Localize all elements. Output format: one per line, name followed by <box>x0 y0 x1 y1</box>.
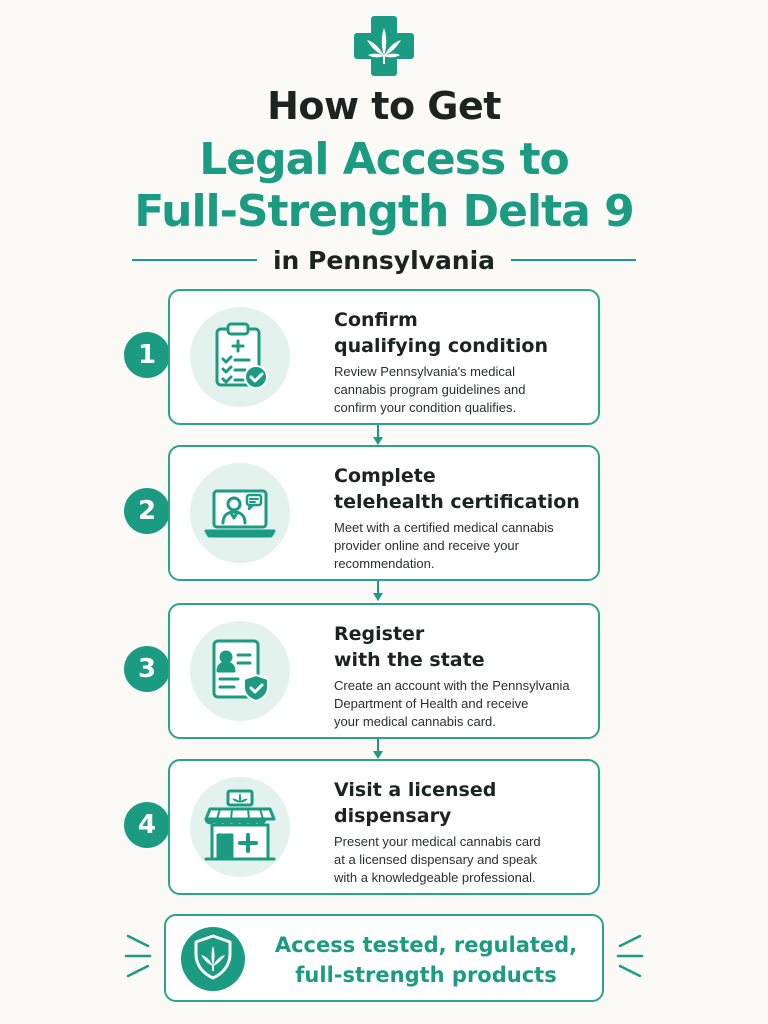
step-1-card: Confirm qualifying condition Review Penn… <box>168 289 600 425</box>
step-4-desc-line-3: with a knowledgeable professional. <box>334 870 536 885</box>
step-1-icon-circle <box>190 307 290 407</box>
step-1-title: Confirm qualifying condition <box>334 307 594 359</box>
step-3-icon-circle <box>190 621 290 721</box>
id-card-shield-icon <box>212 639 269 702</box>
arrow-down-icon <box>373 739 383 759</box>
laptop-doctor-icon <box>204 489 276 538</box>
step-2-desc-line-2: provider online and receive your <box>334 538 519 553</box>
shield-cannabis-leaf-icon <box>181 927 245 991</box>
step-1-desc-line-1: Review Pennsylvania's medical <box>334 364 515 379</box>
step-1-title-line-1: Confirm <box>334 309 418 331</box>
clipboard-checklist-icon <box>215 322 268 389</box>
step-1-desc-line-2: cannabis program guidelines and <box>334 382 526 397</box>
divider-right <box>511 259 637 261</box>
arrow-down-icon <box>373 581 383 601</box>
step-2-title-line-1: Complete <box>334 465 436 487</box>
divider-left <box>132 259 257 261</box>
burst-lines-left-icon <box>124 934 152 978</box>
burst-lines-right-icon <box>616 934 644 978</box>
footer-text-line-1: Access tested, regulated, <box>274 933 578 957</box>
step-1-number-badge: 1 <box>124 332 170 378</box>
subtitle-row: in Pennsylvania <box>132 240 637 280</box>
step-4-number-badge: 4 <box>124 802 170 848</box>
step-3-desc-line-2: Department of Health and receive <box>334 696 529 711</box>
step-2-title: Complete telehealth certification <box>334 463 594 515</box>
title-line-1: How to Get <box>267 84 501 128</box>
step-2-description: Meet with a certified medical cannabis p… <box>334 519 594 573</box>
step-3-desc-line-3: your medical cannabis card. <box>334 714 496 729</box>
step-3-title-line-2: with the state <box>334 649 485 671</box>
step-4-title-line-1: Visit a licensed <box>334 779 497 801</box>
step-4-desc-line-1: Present your medical cannabis card <box>334 834 541 849</box>
dispensary-storefront-icon <box>204 789 276 861</box>
step-1-desc-line-3: confirm your condition qualifies. <box>334 400 517 415</box>
title-line-3: Full-Strength Delta 9 <box>134 186 634 237</box>
step-3-desc-line-1: Create an account with the Pennsylvania <box>334 678 570 693</box>
step-4-title: Visit a licensed dispensary <box>334 777 594 829</box>
step-2-card: Complete telehealth certification Meet w… <box>168 445 600 581</box>
step-3-number-badge: 3 <box>124 646 170 692</box>
step-3-card: Register with the state Create an accoun… <box>168 603 600 739</box>
step-1-title-line-2: qualifying condition <box>334 335 549 357</box>
arrow-down-icon <box>373 425 383 445</box>
subtitle: in Pennsylvania <box>272 245 496 275</box>
step-2-icon-circle <box>190 463 290 563</box>
step-4-icon-circle <box>190 777 290 877</box>
step-2-desc-line-3: recommendation. <box>334 556 435 571</box>
step-3-description: Create an account with the Pennsylvania … <box>334 677 594 731</box>
step-2-number-badge: 2 <box>124 488 170 534</box>
footer-text-line-2: full-strength products <box>295 963 557 987</box>
step-3-title-line-1: Register <box>334 623 425 645</box>
title-line-2: Legal Access to <box>199 134 569 185</box>
step-4-card: Visit a licensed dispensary Present your… <box>168 759 600 895</box>
step-1-description: Review Pennsylvania's medical cannabis p… <box>334 363 594 417</box>
step-4-desc-line-2: at a licensed dispensary and speak <box>334 852 538 867</box>
medical-cross-cannabis-leaf-icon <box>354 16 414 76</box>
step-2-desc-line-1: Meet with a certified medical cannabis <box>334 520 554 535</box>
step-4-description: Present your medical cannabis card at a … <box>334 833 594 887</box>
step-2-title-line-2: telehealth certification <box>334 491 580 513</box>
step-4-title-line-2: dispensary <box>334 805 452 827</box>
footer-banner: Access tested, regulated, full-strength … <box>164 914 604 1002</box>
footer-text: Access tested, regulated, full-strength … <box>256 930 596 990</box>
step-3-title: Register with the state <box>334 621 594 673</box>
